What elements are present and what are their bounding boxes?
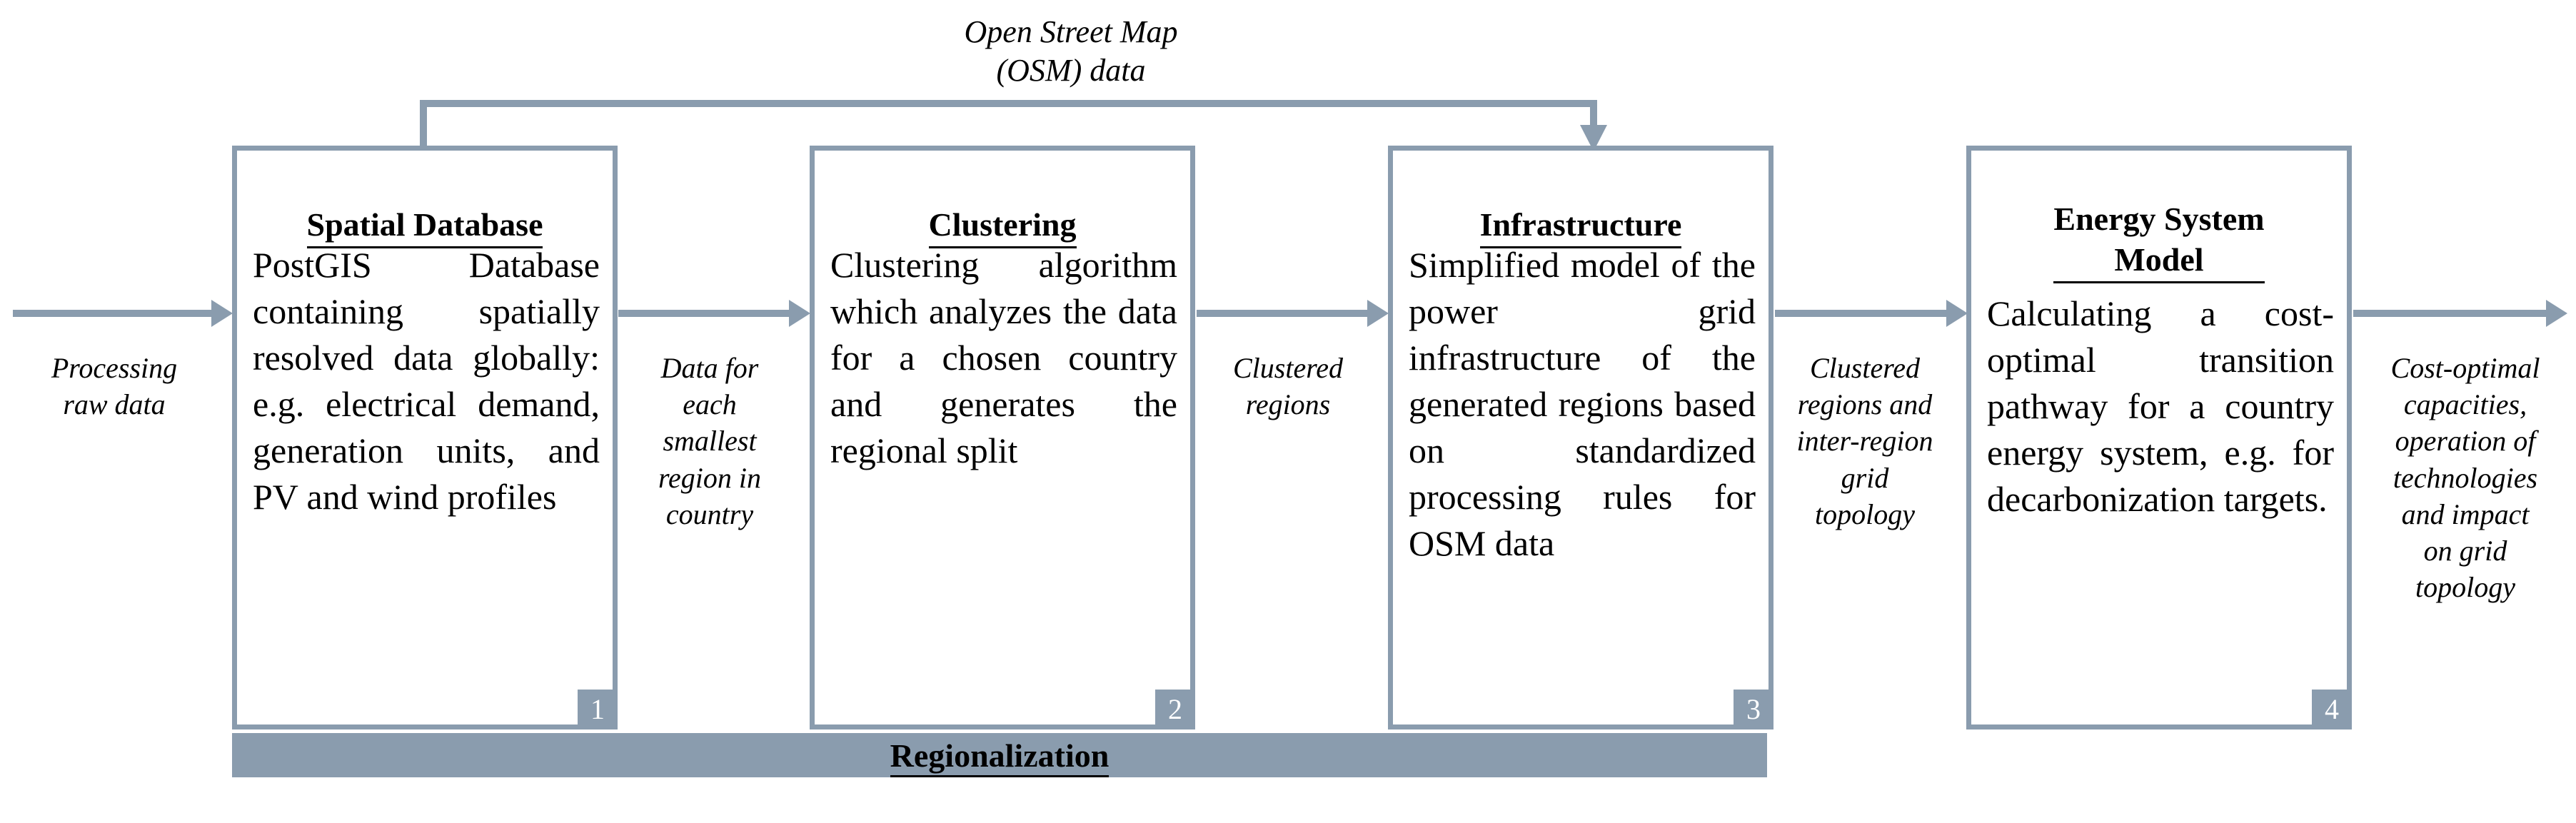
process-box-title-3: Infrastructure — [1403, 163, 1759, 249]
arrow-line-output — [2353, 310, 2547, 317]
process-box-title-text-1: Spatial Database — [306, 204, 543, 249]
arrow-head-input — [211, 300, 233, 327]
process-box-body-3: Simplified model of the power grid infra… — [1409, 245, 1756, 563]
process-box-title-text-3: Infrastructure — [1479, 204, 1682, 249]
process-box-title-4: Energy System Model — [1981, 158, 2337, 284]
arrow-line-2-3 — [1197, 310, 1369, 317]
process-box-spatial-database[interactable]: Spatial Database PostGIS Database contai… — [232, 146, 618, 729]
regionalization-banner: Regionalization — [232, 733, 1767, 777]
regionalization-banner-text: Regionalization — [890, 737, 1110, 777]
osm-source-label: Open Street Map (OSM) data — [964, 14, 1178, 88]
flow-label-input: Processing raw data — [51, 352, 178, 421]
process-box-title-text-4: Energy System Model — [2053, 198, 2265, 284]
process-box-body-4: Calculating a cost-optimal transition pa… — [1987, 293, 2334, 519]
process-box-number-badge-3: 3 — [1734, 690, 1773, 729]
flow-label-3-4: Clustered regions and inter-region grid … — [1796, 352, 1933, 530]
process-box-number-badge-1: 1 — [578, 690, 618, 729]
flow-label-output: Cost-optimal capacities, operation of te… — [2390, 352, 2540, 604]
arrow-line-1-2 — [618, 310, 791, 317]
process-box-energy-system-model[interactable]: Energy System Model Calculating a cost-o… — [1966, 146, 2352, 729]
arrow-line-3-4 — [1775, 310, 1948, 317]
flow-label-2-3: Clustered regions — [1232, 352, 1344, 421]
process-box-title-2: Clustering — [825, 163, 1180, 249]
arrow-head-output — [2546, 300, 2567, 327]
regionalization-banner-label: Regionalization — [232, 737, 1767, 777]
flow-label-1-2: Data for each smallest region in country — [658, 352, 762, 530]
process-box-infrastructure[interactable]: Infrastructure Simplified model of the p… — [1388, 146, 1773, 729]
process-box-body-1: PostGIS Database containing spatially re… — [253, 245, 600, 517]
process-box-title-1: Spatial Database — [247, 163, 603, 249]
process-box-clustering[interactable]: Clustering Clustering algorithm which an… — [810, 146, 1195, 729]
process-box-body-2: Clustering algorithm which analyzes the … — [830, 245, 1177, 470]
arrow-line-input — [13, 310, 214, 317]
process-box-number-badge-2: 2 — [1155, 690, 1195, 729]
arrow-head-1-2 — [789, 300, 810, 327]
arrow-head-2-3 — [1367, 300, 1389, 327]
process-box-number-badge-4: 4 — [2312, 690, 2352, 729]
process-box-title-text-2: Clustering — [928, 204, 1077, 249]
arrow-head-3-4 — [1946, 300, 1968, 327]
